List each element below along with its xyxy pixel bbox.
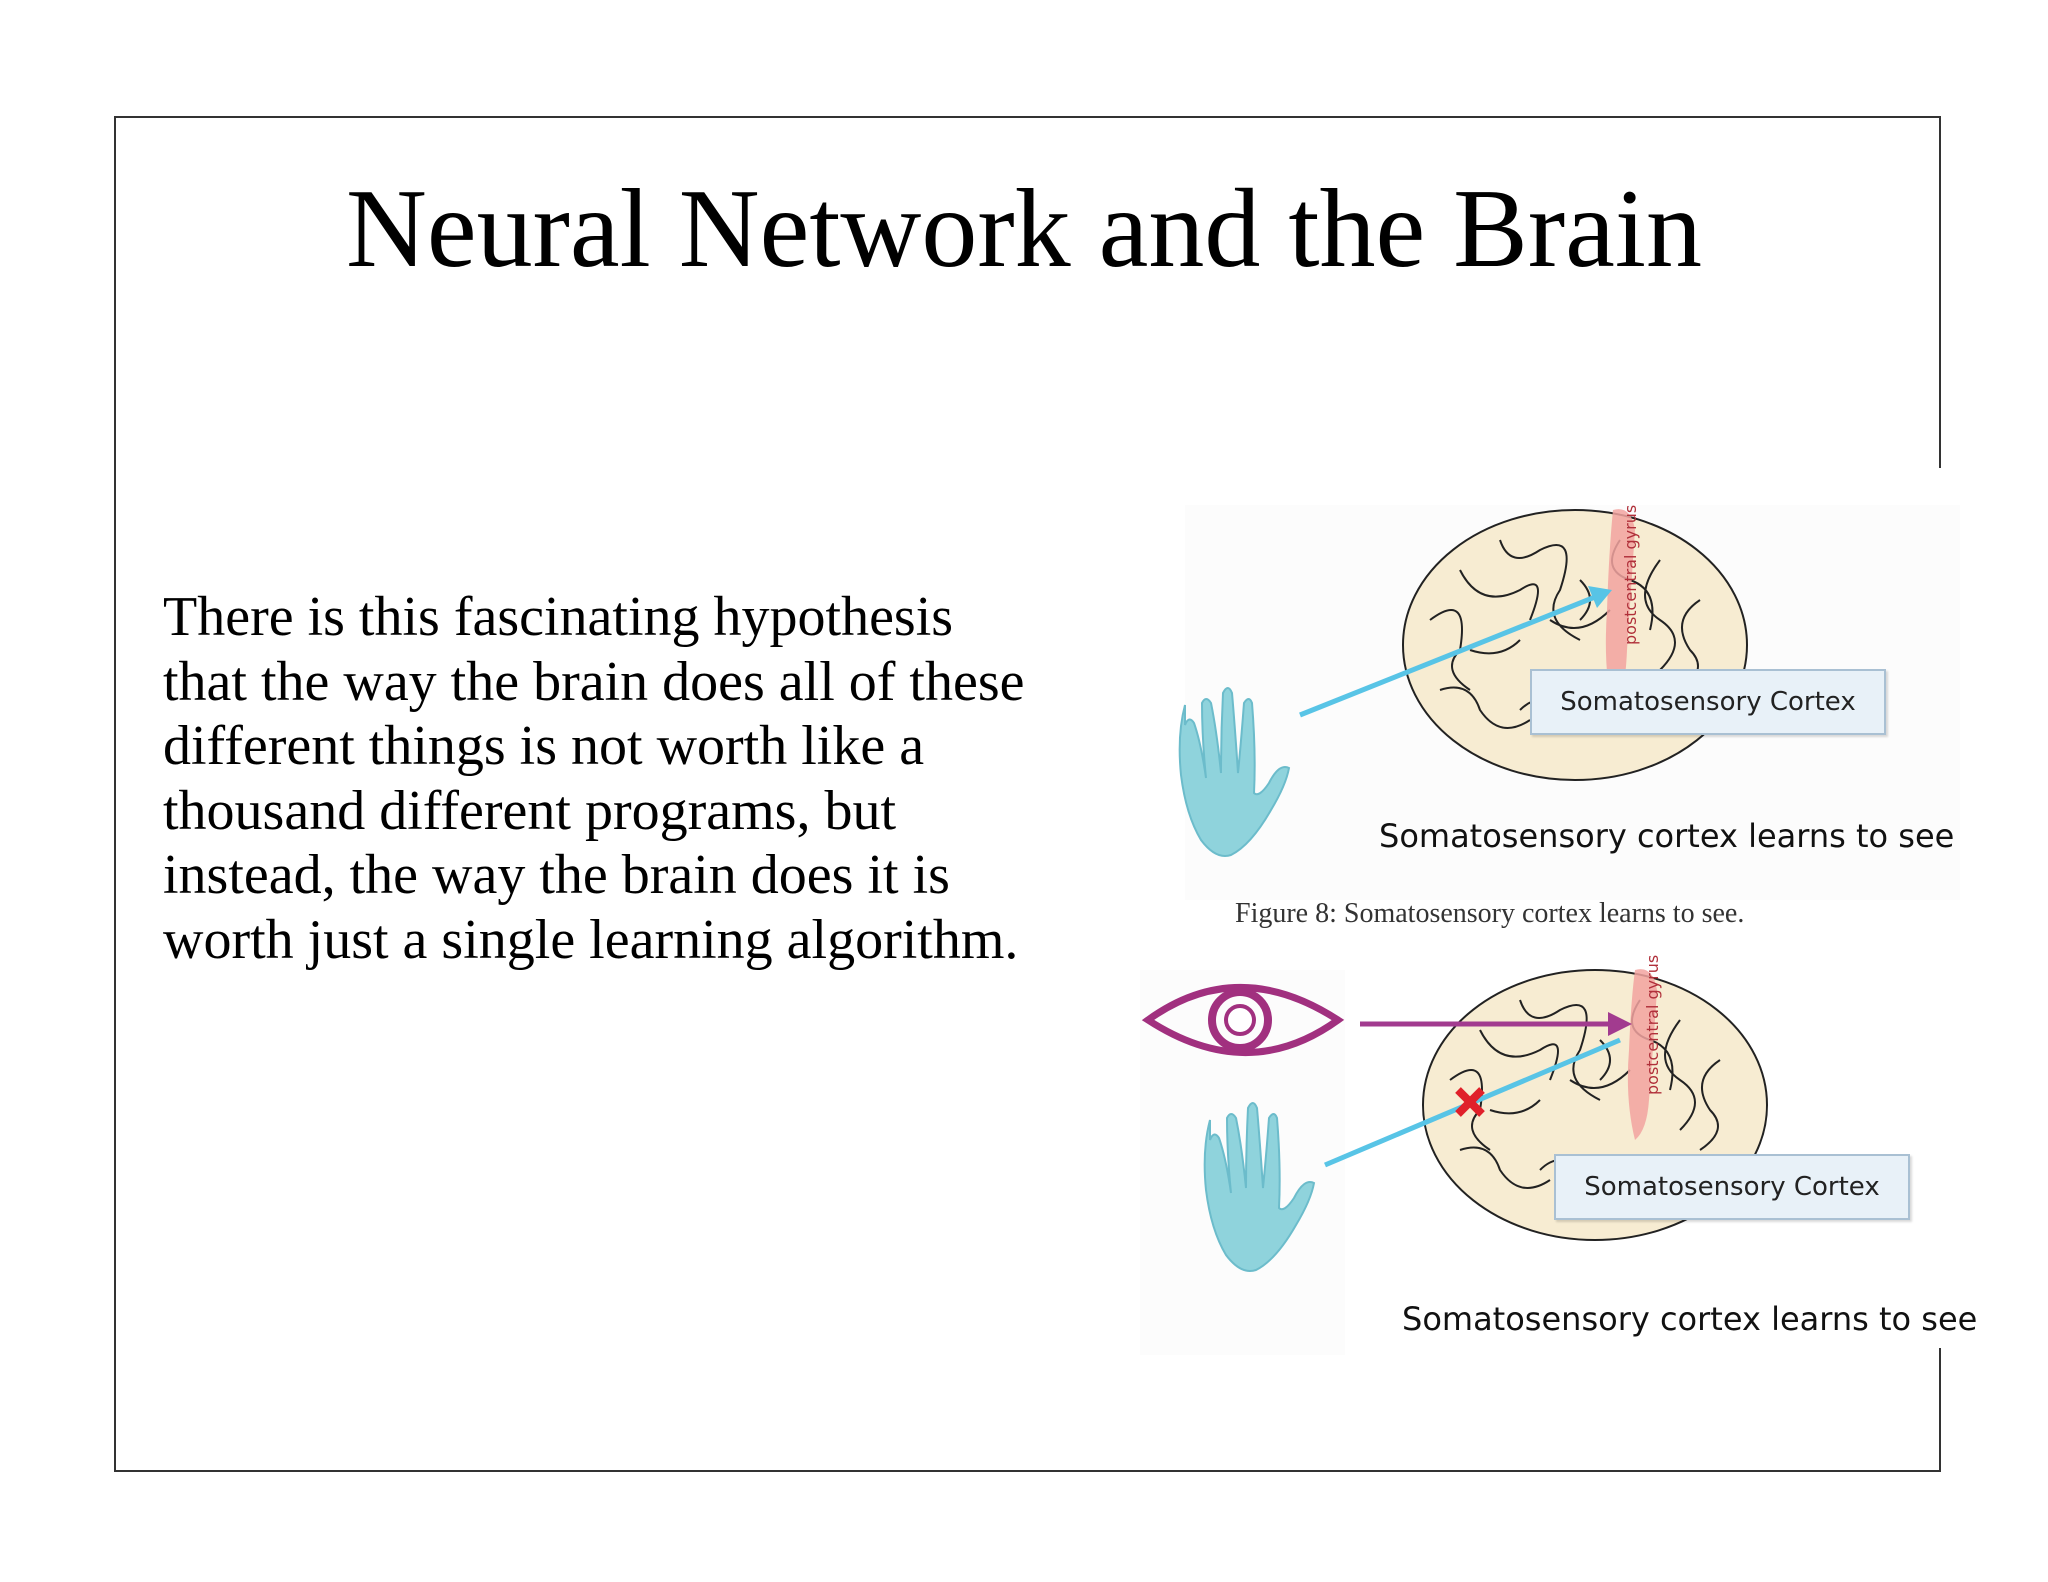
body-line: different things is not worth like a bbox=[163, 715, 925, 777]
body-line: instead, the way the brain does it is bbox=[163, 844, 950, 906]
hand-icon bbox=[1203, 1102, 1316, 1272]
gyrus-label-bottom: postcentral gyrus bbox=[1643, 955, 1662, 1095]
cortex-label-box-bottom: Somatosensory Cortex bbox=[1554, 1154, 1910, 1220]
blocked-cross-icon bbox=[1455, 1087, 1485, 1117]
hand-icon bbox=[1178, 687, 1291, 857]
arrow-hand-to-cortex-top bbox=[1299, 586, 1612, 718]
eye-icon bbox=[1141, 984, 1345, 1056]
body-line: There is this fascinating hypothesis bbox=[163, 586, 954, 648]
arrow-eye-to-cortex bbox=[1360, 1012, 1632, 1036]
body-line: that the way the brain does all of these bbox=[163, 650, 1025, 713]
figure-bottom-caption: Somatosensory cortex learns to see bbox=[1402, 1300, 1978, 1338]
gyrus-label-top: postcentral gyrus bbox=[1621, 505, 1640, 645]
figure-caption: Figure 8: Somatosensory cortex learns to… bbox=[1235, 898, 1745, 929]
cortex-label-box-top: Somatosensory Cortex bbox=[1530, 669, 1886, 735]
body-paragraph: There is this fascinating hypothesis tha… bbox=[163, 585, 1123, 972]
slide-title: Neural Network and the Brain bbox=[346, 167, 1702, 291]
figure-top-caption: Somatosensory cortex learns to see bbox=[1379, 817, 1955, 855]
body-line: thousand different programs, but bbox=[163, 779, 897, 842]
figure: postcentral gyrus Somatosensory Cortex S… bbox=[1140, 470, 1977, 1370]
brain-top: postcentral gyrus bbox=[1402, 505, 1748, 781]
body-line: worth just a single learning algorithm. bbox=[163, 908, 1019, 971]
